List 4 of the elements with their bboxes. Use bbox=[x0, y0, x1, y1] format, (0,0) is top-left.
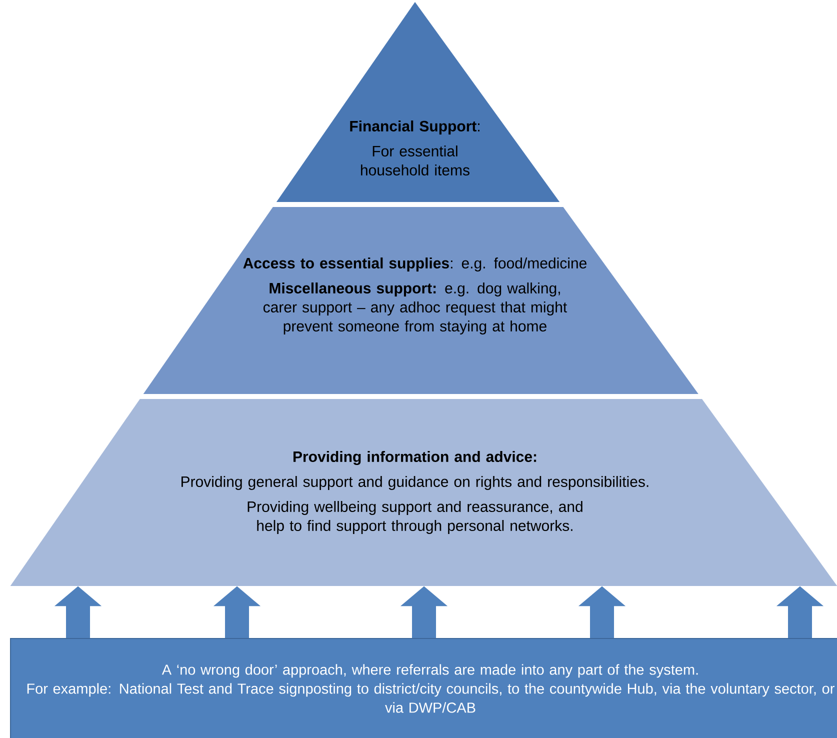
pyramid-tier: Access to essential supplies: e.g. food/medicine Miscellaneous support: e.g. dog walking, carer support – any adhoc request that might prevent someone from staying at home bbox=[143, 207, 698, 394]
info-box: A ‘no wrong door’ approach, where referrals are made into any part of the system. For example: National Test and Trace signposting to district/city councils, to the countywide Hub, via the voluntary sector, or via DWP/CAB bbox=[10, 638, 837, 738]
pyramid-tier: Providing information and advice: Providing general support and guidance on rights and responsibilities. Providing wellbeing support and reassurance, and help to find support through personal networks. bbox=[10, 399, 837, 586]
pyramid-tier: Financial Support: For essential household items bbox=[276, 2, 560, 202]
